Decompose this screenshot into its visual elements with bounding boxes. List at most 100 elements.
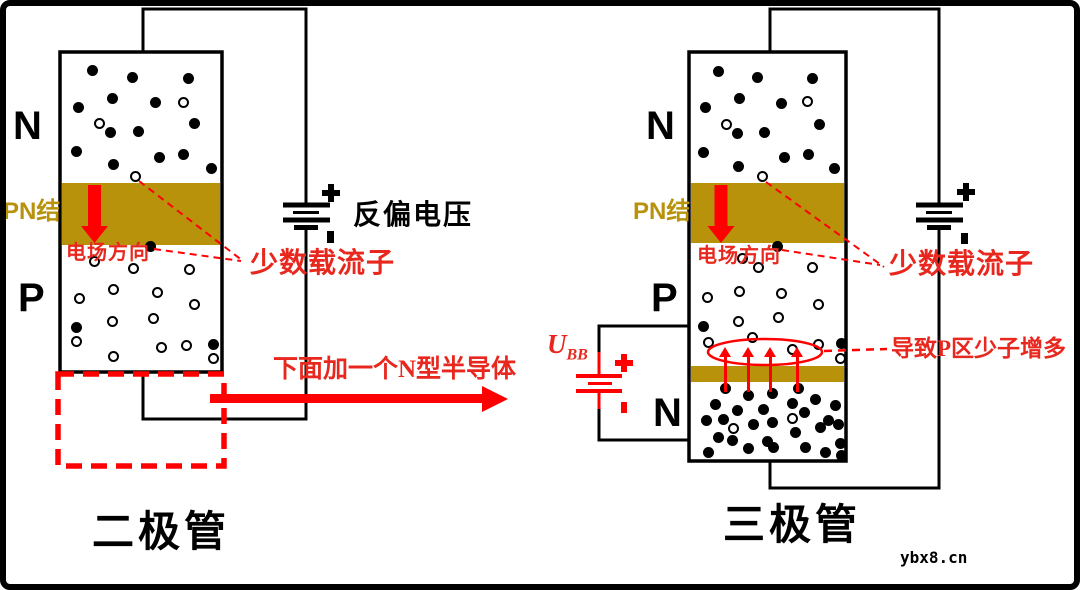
carrier-up-arrow: [723, 356, 727, 392]
electron-dot: [700, 414, 712, 426]
hole-dot: [107, 283, 119, 295]
hole-dot: [746, 331, 758, 343]
electron-dot: [205, 162, 217, 174]
electron-dot: [789, 426, 801, 438]
minority-pointer-line: [781, 249, 881, 266]
minus-marker: [621, 402, 627, 413]
electron-dot: [832, 418, 844, 430]
hole-dot: [812, 298, 824, 310]
reverse-bias-voltage-label: 反偏电压: [353, 200, 474, 231]
right-n-bottom-region-label: N: [653, 391, 682, 435]
electron-dot: [835, 449, 847, 461]
electron-dot: [802, 148, 814, 160]
hole-dot: [786, 412, 798, 424]
electron-dot: [775, 97, 787, 109]
electron-dot: [771, 240, 783, 252]
hole-dot: [127, 262, 139, 274]
carrier-up-arrow-head: [742, 347, 754, 357]
electron-dot: [742, 389, 754, 401]
hole-dot: [88, 255, 100, 267]
electron-dot: [207, 338, 219, 350]
minus-marker: [961, 233, 968, 244]
electron-dot: [132, 125, 144, 137]
hole-dot: [147, 312, 159, 324]
electron-dot: [104, 126, 116, 138]
transistor-lower-junction-band: [691, 366, 844, 382]
electron-dot: [822, 414, 834, 426]
ubb-top-wire: [597, 324, 689, 353]
hole-dot: [107, 350, 119, 362]
electron-dot: [786, 397, 798, 409]
transition-arrow-label: 下面加一个N型半导体: [273, 356, 517, 383]
electron-dot: [758, 126, 770, 138]
added-n-region-dashed-box: [55, 371, 227, 469]
hole-dot: [70, 335, 82, 347]
electron-dot: [828, 162, 840, 174]
electron-dot: [834, 437, 846, 449]
electron-dot: [712, 65, 724, 77]
hole-dot: [775, 287, 787, 299]
hole-dot: [93, 117, 105, 129]
electron-dot: [761, 435, 773, 447]
hole-dot: [180, 339, 192, 351]
electron-dot: [726, 434, 738, 446]
right-field-direction-label: 电场方向: [697, 245, 781, 267]
electron-dot: [712, 431, 724, 443]
electron-dot: [829, 399, 841, 411]
carrier-up-arrow: [795, 356, 799, 392]
electron-dot: [182, 72, 194, 84]
electron-dot: [106, 92, 118, 104]
hole-dot: [834, 352, 846, 364]
electron-dot: [70, 321, 82, 333]
hole-dot: [727, 422, 739, 434]
electron-dot: [809, 393, 821, 405]
electron-dot: [799, 441, 811, 453]
hole-dot: [702, 336, 714, 348]
electron-dot: [697, 320, 709, 332]
electron-dot: [149, 96, 161, 108]
injected-carriers-ellipse: [706, 337, 824, 367]
diode-caption: 二极管: [92, 510, 231, 556]
electron-dot: [798, 406, 810, 418]
electron-dot: [806, 72, 818, 84]
ubb-source-label: UBB: [547, 331, 588, 363]
ubb-bottom-wire: [597, 408, 689, 442]
increase-pointer-line: [823, 347, 888, 353]
electron-dot: [813, 118, 825, 130]
right-bottom-wire: [768, 229, 941, 490]
right-pn-junction-label: PN结: [633, 198, 691, 225]
hole-dot: [756, 170, 768, 182]
minority-pointer-line: [153, 248, 242, 262]
electron-dot: [835, 337, 847, 349]
electron-dot: [70, 145, 82, 157]
carrier-up-arrow-head: [791, 347, 803, 357]
hole-dot: [736, 252, 748, 264]
ubb-symbol: U: [547, 329, 567, 359]
plus-marker: [615, 354, 633, 372]
electron-dot: [742, 442, 754, 454]
right-minority-carrier-label: 少数载流子: [889, 249, 1035, 280]
electron-dot: [733, 92, 745, 104]
plus-marker: [957, 183, 975, 201]
electron-dot: [731, 127, 743, 139]
plus-marker: [322, 184, 340, 202]
carrier-up-arrow-head: [719, 347, 731, 357]
electron-dot: [717, 413, 729, 425]
left-field-direction-label: 电场方向: [66, 242, 150, 264]
electron-dot: [72, 101, 84, 113]
hole-dot: [151, 286, 163, 298]
carrier-up-arrow: [746, 356, 750, 392]
hole-dot: [752, 261, 764, 273]
hole-dot: [188, 298, 200, 310]
hole-dot: [129, 170, 141, 182]
left-field-direction-arrow: [81, 185, 108, 243]
electron-dot: [188, 117, 200, 129]
electron-dot: [732, 160, 744, 172]
hole-dot: [701, 291, 713, 303]
ubb-subscript: BB: [566, 346, 588, 364]
